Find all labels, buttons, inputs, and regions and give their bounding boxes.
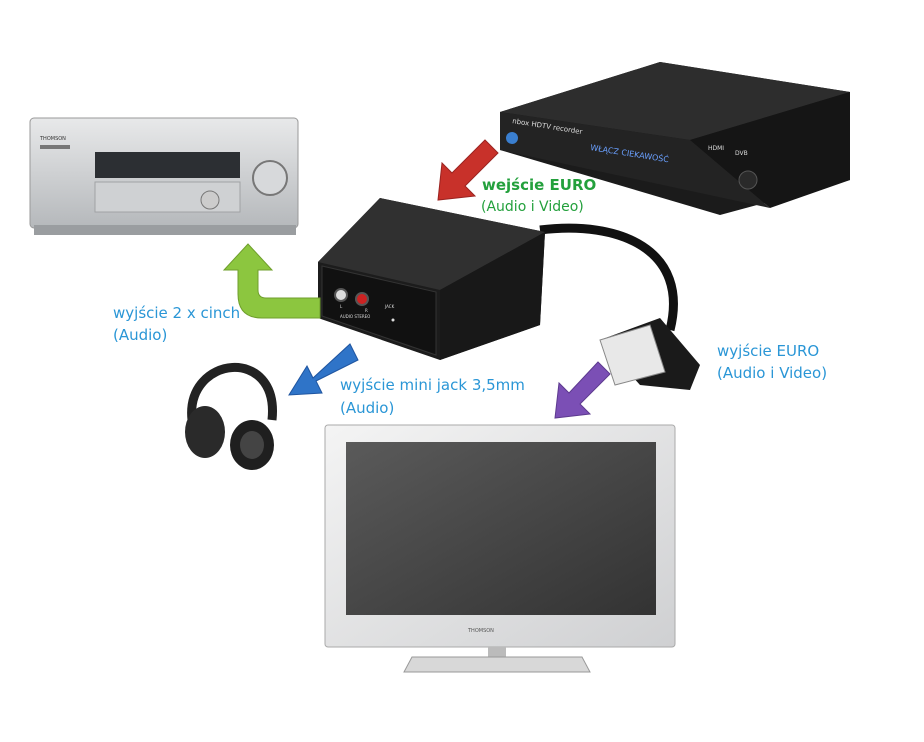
green-arrow-icon (222, 243, 321, 319)
av-receiver: THOMSON (29, 117, 299, 235)
tv-brand: THOMSON (467, 628, 494, 634)
dvb-badge: DVB (735, 150, 748, 157)
scart-cable (539, 223, 678, 332)
adapter-audio-label: AUDIO STEREO (340, 314, 370, 319)
adapter-jack-label: JACK (384, 304, 395, 309)
receiver-brand: THOMSON (39, 136, 66, 142)
scart-audio-adapter: L R AUDIO STEREO JACK (318, 198, 545, 360)
set-top-box: nbox HDTV recorder WŁĄCZ CIEKAWOŚĆ HDMI … (500, 62, 850, 215)
minijack-output-title: wyjście mini jack 3,5mm (340, 376, 525, 394)
hdmi-badge: HDMI (708, 145, 724, 152)
euro-output-title: wyjście EURO (717, 342, 820, 360)
adapter-right: R (365, 308, 368, 313)
red-arrow-icon (437, 139, 499, 201)
blue-arrow-icon (288, 343, 359, 396)
purple-arrow-icon (554, 361, 611, 419)
headphones (185, 363, 277, 470)
television: THOMSON (324, 424, 676, 673)
cinch-output-subtitle: (Audio) (113, 326, 168, 344)
cinch-output-title: wyjście 2 x cinch (113, 304, 241, 322)
minijack-output-subtitle: (Audio) (340, 399, 395, 417)
euro-input-title: wejście EURO (482, 176, 597, 194)
euro-output-subtitle: (Audio i Video) (717, 364, 828, 382)
adapter-left: L (340, 304, 343, 309)
euro-input-subtitle: (Audio i Video) (481, 199, 584, 215)
scart-plug (599, 318, 700, 390)
